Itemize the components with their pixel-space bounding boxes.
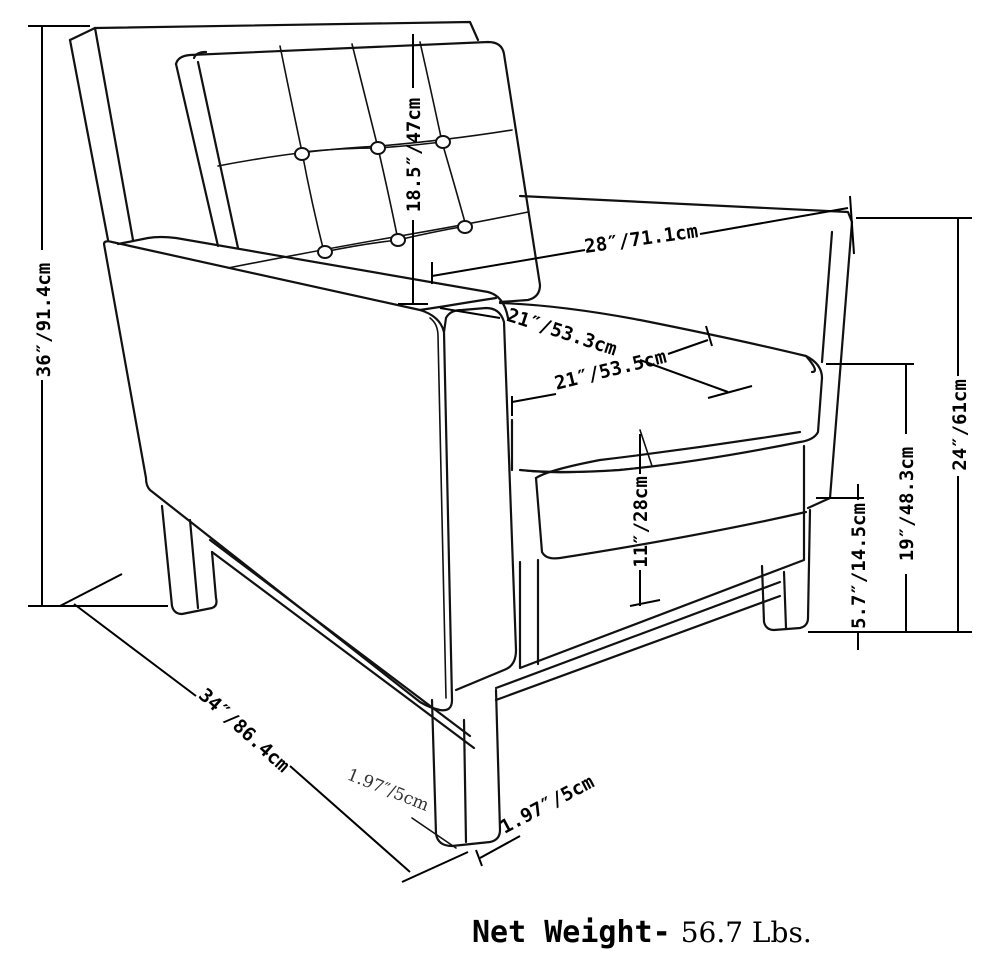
label-seat-height: 19″/48.3cm <box>896 447 918 561</box>
tuft-button <box>370 141 386 155</box>
net-weight-value: 56.7 Lbs. <box>680 916 812 949</box>
dim-height-total: 36″/91.4cm <box>28 25 168 607</box>
label-height-total: 36″/91.4cm <box>33 263 55 377</box>
label-leg-width-a: 1.97″/5cm <box>344 765 432 816</box>
left-arm <box>102 235 518 712</box>
net-weight-label: Net Weight- <box>472 915 671 950</box>
label-depth: 34″/86.4cm <box>194 684 294 777</box>
dim-seat-height: 19″/48.3cm <box>826 363 918 632</box>
label-arm-height: 24″/61cm <box>949 379 971 471</box>
label-width: 28″/71.1cm <box>583 220 699 258</box>
dim-arm-height: 24″/61cm <box>808 218 972 633</box>
front-base <box>494 444 806 702</box>
tuft-button <box>435 135 451 149</box>
dim-width: 28″/71.1cm <box>431 195 972 284</box>
dim-depth: 34″/86.4cm <box>59 573 469 883</box>
tuft-button <box>294 147 310 161</box>
label-leg-height: 5.7″/14.5cm <box>848 503 870 629</box>
dim-seat-cushion-height: 11″/28cm <box>629 434 661 607</box>
net-weight: Net Weight- 56.7 Lbs. <box>472 915 812 950</box>
back-frame <box>68 20 480 242</box>
tuft-button <box>390 233 406 247</box>
tuft-button <box>457 220 473 234</box>
label-seat-cushion-height: 11″/28cm <box>630 476 652 568</box>
label-back-cushion-height: 18.5″/47cm <box>403 98 425 212</box>
dim-leg-width-a: 1.97″/5cm <box>344 765 457 849</box>
dim-back-cushion-height: 18.5″/47cm <box>398 34 428 305</box>
legs <box>160 504 812 848</box>
back-cushion <box>174 40 542 304</box>
seat-cushion <box>498 301 824 560</box>
dim-leg-width-b: 1.97″/5cm <box>475 771 598 867</box>
tuft-button <box>317 245 333 259</box>
dim-leg-height: 5.7″/14.5cm <box>816 484 870 650</box>
label-leg-width-b: 1.97″/5cm <box>497 771 598 839</box>
